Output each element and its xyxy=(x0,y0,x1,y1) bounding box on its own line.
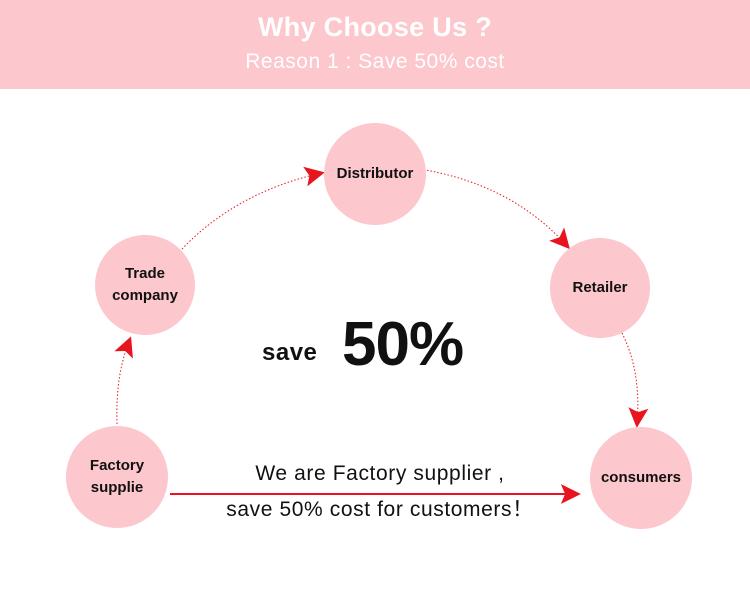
savings-callout: save 50% xyxy=(262,309,502,379)
page-subtitle: Reason 1 : Save 50% cost xyxy=(245,50,505,73)
node-retailer-label: Retailer xyxy=(572,279,628,296)
page-title: Why Choose Us ? xyxy=(257,12,492,42)
arrow-factory-to-trade xyxy=(114,336,133,425)
supply-chain-diagram: Factory supplie Trade company Distributo… xyxy=(0,89,750,596)
node-consumers: consumers xyxy=(590,427,692,529)
node-factory-supplier: Factory supplie xyxy=(66,426,168,528)
arrow-distributor-to-retailer xyxy=(419,168,570,250)
savings-word: save xyxy=(262,339,318,366)
node-trade-company: Trade company xyxy=(95,235,195,335)
arrow-trade-to-distributor xyxy=(181,166,325,250)
factory-message: We are Factory supplier , save 50% cost … xyxy=(170,456,590,528)
node-trade-label: Trade company xyxy=(112,265,178,304)
message-line-2: save 50% cost for customers！ xyxy=(226,498,534,521)
header-banner: Why Choose Us ? Reason 1 : Save 50% cost xyxy=(0,0,750,89)
node-factory-label: Factory supplie xyxy=(89,457,145,496)
connector-layer xyxy=(114,166,649,504)
node-consumers-label: consumers xyxy=(600,469,682,486)
arrow-retailer-to-consumers xyxy=(621,332,649,428)
node-distributor-label: Distributor xyxy=(336,165,414,182)
node-distributor: Distributor xyxy=(324,123,426,225)
message-line-1: We are Factory supplier , xyxy=(255,462,505,485)
node-retailer: Retailer xyxy=(550,238,650,338)
savings-percent: 50% xyxy=(342,310,464,379)
